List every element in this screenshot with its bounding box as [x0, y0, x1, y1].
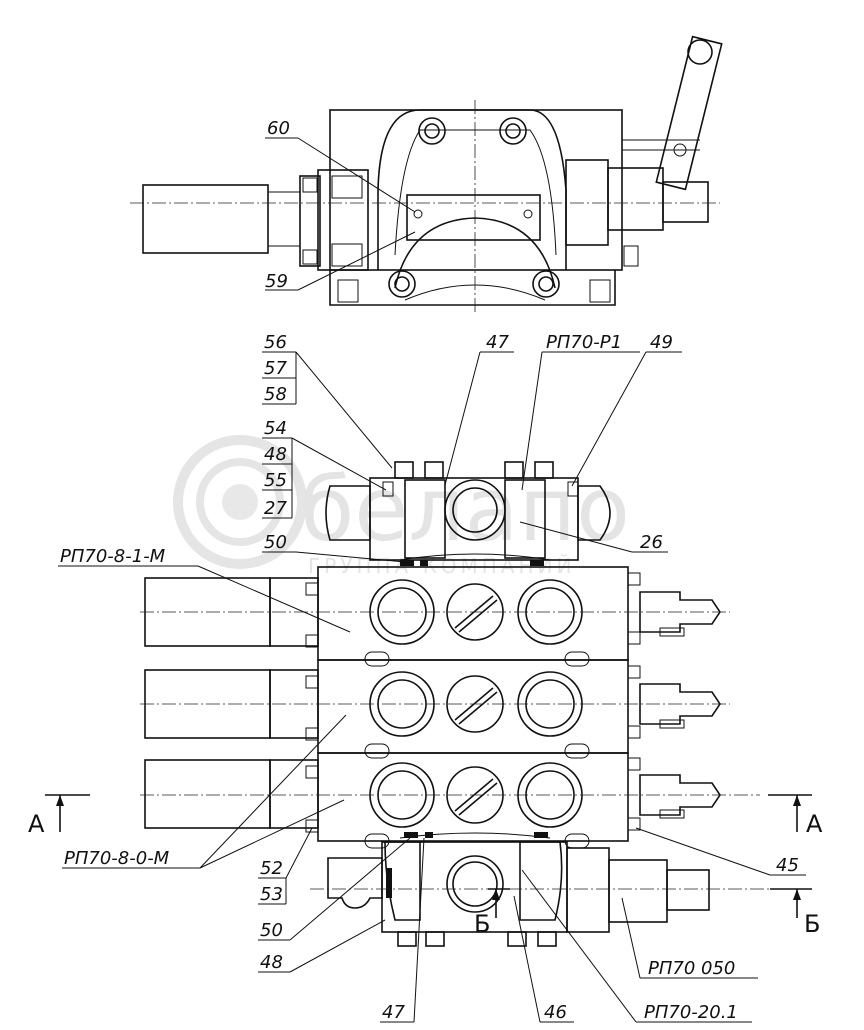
label-54: 54: [264, 418, 287, 439]
top-view: [130, 35, 723, 312]
section-a-left: А: [28, 810, 45, 838]
label-60: 60: [267, 118, 290, 139]
label-50-upper: 50: [264, 532, 287, 553]
valve-section-2: [144, 659, 721, 754]
label-47-lower: 47: [382, 1002, 405, 1023]
label-27: 27: [264, 498, 287, 519]
section-b-right: Б: [804, 910, 820, 938]
part-labels: 60 59 56 57 58 54 48 55 27 47 РП70-Р1 49…: [60, 118, 799, 1023]
section-markers: А А Б Б: [28, 794, 823, 938]
label-50-lower: 50: [260, 920, 283, 941]
label-rp70-8-1-m: РП70-8-1-М: [60, 546, 166, 567]
leader-lines: [58, 137, 806, 1023]
label-48-lower: 48: [260, 952, 283, 973]
top-bolts: [388, 117, 560, 298]
label-26: 26: [640, 532, 663, 553]
label-53: 53: [260, 884, 283, 905]
label-rp70-8-0-m: РП70-8-0-М: [64, 848, 170, 869]
label-57: 57: [264, 358, 287, 379]
upper-end-cap: [325, 461, 611, 566]
upper-cap-bolts: [382, 461, 579, 497]
label-rp70-p1: РП70-Р1: [546, 332, 622, 353]
label-45: 45: [776, 855, 799, 876]
label-56: 56: [264, 332, 287, 353]
label-47-upper: 47: [486, 332, 509, 353]
valve-sections: [140, 566, 760, 849]
label-rp70-050: РП70 050: [648, 958, 735, 979]
label-55: 55: [264, 470, 287, 491]
valve-section-3: [144, 752, 721, 842]
watermark: белапо ГРУППА КОМПАНИЙ: [173, 435, 630, 578]
label-52: 52: [260, 858, 283, 879]
label-49: 49: [650, 332, 673, 353]
label-59: 59: [265, 271, 288, 292]
section-a-right: А: [806, 810, 823, 838]
lower-end-cap: [310, 832, 770, 947]
label-46: 46: [544, 1002, 567, 1023]
watermark-brand: белапо: [300, 458, 630, 561]
label-58: 58: [264, 384, 287, 405]
label-rp70-20-1: РП70-20.1: [644, 1002, 738, 1023]
label-48-upper: 48: [264, 444, 287, 465]
lower-cap-bolts: [397, 931, 557, 947]
section-b-left: Б: [474, 910, 490, 938]
